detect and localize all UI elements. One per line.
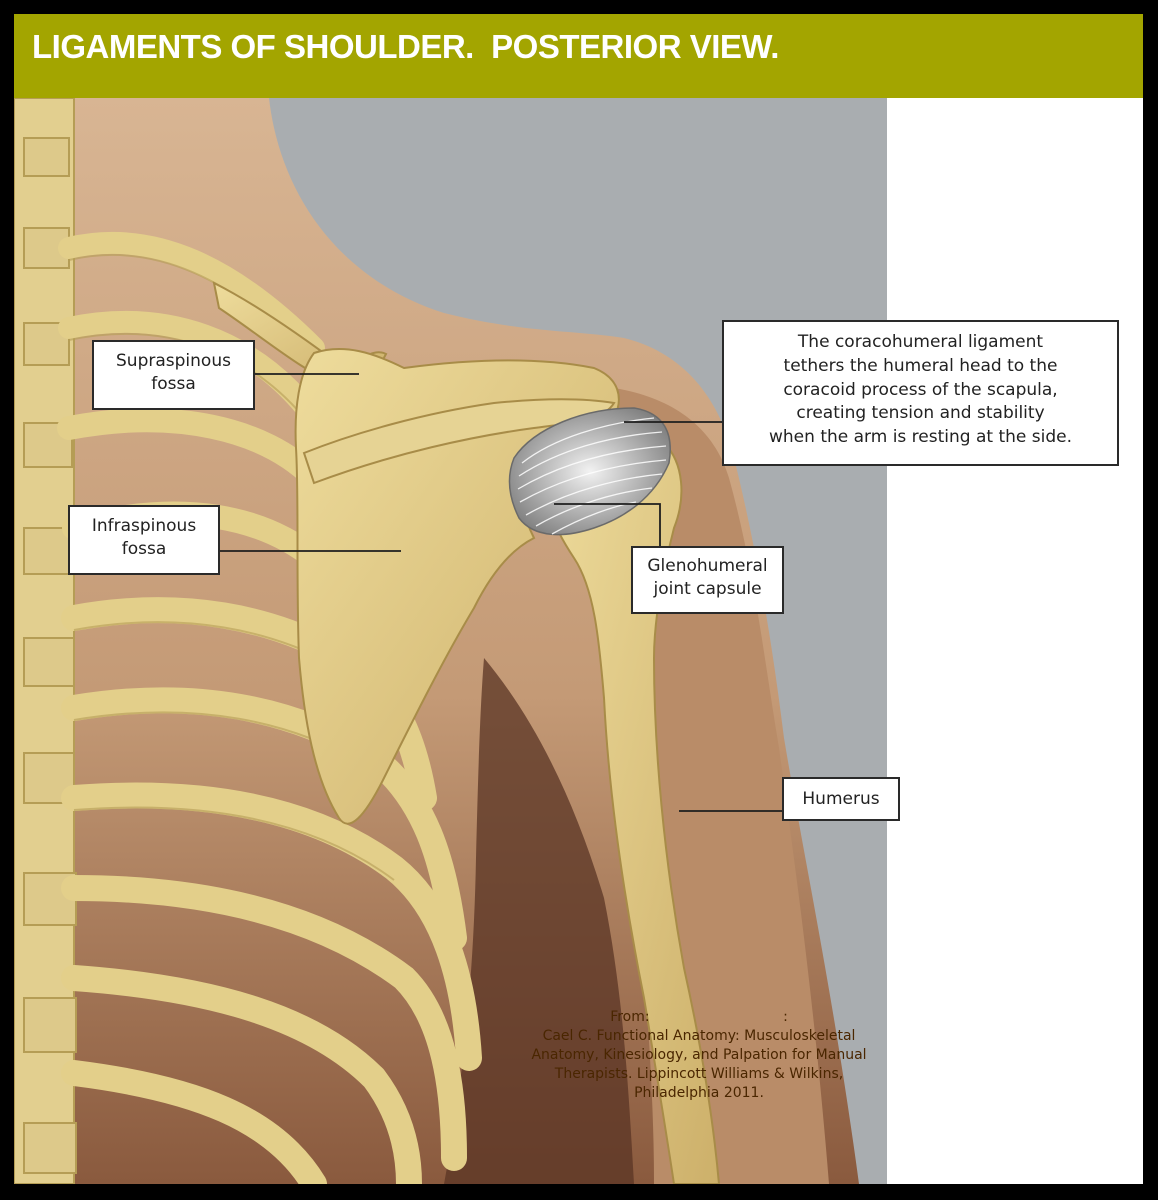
glenohumeral-line-1: Glenohumeral: [647, 556, 768, 576]
coracohumeral-line-2: tethers the humeral head to the: [783, 355, 1058, 376]
infraspinous-fossa-label: Infraspinous fossa: [68, 505, 220, 575]
figure-title: LIGAMENTS OF SHOULDER. POSTERIOR VIEW.: [32, 28, 779, 65]
coracohumeral-line-3: coracoid process of the scapula,: [783, 379, 1058, 400]
citation-line-4: Therapists. Lippincott Williams & Wilkin…: [554, 1066, 844, 1083]
citation-line-3: Anatomy, Kinesiology, and Palpation for …: [531, 1047, 867, 1064]
vertebral-column: [14, 98, 77, 1184]
supraspinous-line-2: fossa: [151, 373, 196, 394]
glenohumeral-line-2: joint capsule: [653, 578, 762, 599]
glenohumeral-capsule-label: Glenohumeral joint capsule: [631, 546, 784, 614]
coracohumeral-line-5: when the arm is resting at the side.: [769, 427, 1072, 448]
supraspinous-line-1: Supraspinous: [116, 351, 231, 371]
source-citation: From: : Cael C. Functional Anatomy: Musc…: [484, 1008, 914, 1103]
humerus-bone: [540, 422, 721, 1184]
humerus-text: Humerus: [802, 789, 880, 809]
supraspinous-fossa-label: Supraspinous fossa: [92, 340, 255, 410]
humerus-label: Humerus: [782, 777, 900, 821]
scapular-spine: [302, 398, 616, 485]
coracohumeral-line-1: The coracohumeral ligament: [797, 332, 1044, 352]
citation-line-2: Cael C. Functional Anatomy: Musculoskele…: [542, 1028, 856, 1045]
scapula: [294, 347, 620, 825]
clavicle: [212, 281, 388, 390]
coracohumeral-line-4: creating tension and stability: [796, 403, 1045, 424]
joint-capsule: [508, 407, 671, 536]
infraspinous-line-1: Infraspinous: [91, 516, 197, 536]
infraspinous-line-2: fossa: [121, 538, 167, 559]
citation-line-5: Philadelphia 2011.: [634, 1085, 764, 1102]
leader-lines: [218, 373, 783, 812]
citation-line-1: From: :: [610, 1009, 788, 1025]
coracohumeral-note: The coracohumeral ligament tethers the h…: [722, 320, 1119, 466]
figure-frame: LIGAMENTS OF SHOULDER. POSTERIOR VIEW.: [14, 14, 1143, 1184]
title-bar: LIGAMENTS OF SHOULDER. POSTERIOR VIEW.: [14, 14, 1143, 98]
axilla-shadow: [444, 658, 634, 1184]
glenohumeral-leader: [554, 503, 661, 560]
